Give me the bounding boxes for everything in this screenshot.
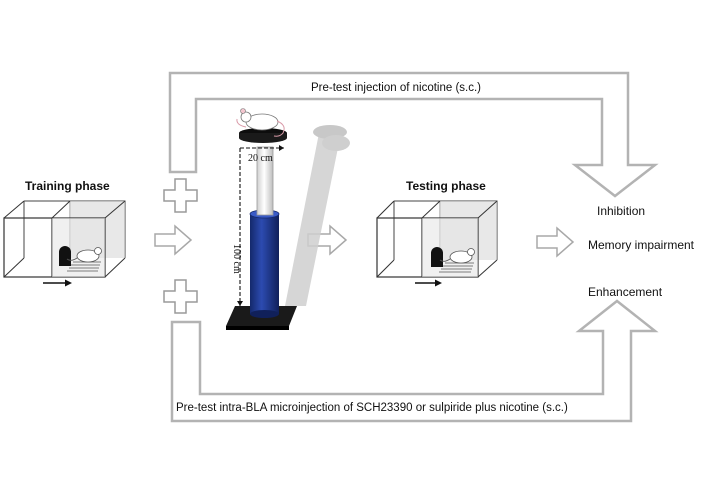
top-pathway-label: Pre-test injection of nicotine (s.c.)	[311, 82, 482, 94]
platform-height-label: 100 cm	[231, 244, 242, 274]
outcome-enhancement: Enhancement	[588, 285, 663, 299]
training-phase-title: Training phase	[25, 179, 110, 193]
flow-arrow-1	[154, 224, 193, 256]
top-pathway-arrow	[168, 71, 659, 198]
testing-apparatus	[376, 200, 498, 278]
testing-phase-title: Testing phase	[406, 179, 486, 193]
plus-icon-bottom	[163, 279, 198, 314]
bottom-pathway-arrow	[170, 299, 659, 423]
plus-icon-top	[163, 178, 198, 213]
platform-width-label: 20 cm	[248, 153, 273, 164]
outcome-memory-impairment: Memory impairment	[588, 238, 695, 252]
bottom-pathway-label: Pre-test intra-BLA microinjection of SCH…	[176, 402, 568, 414]
testing-direction-arrow	[415, 279, 442, 287]
training-apparatus	[3, 200, 126, 278]
training-direction-arrow	[43, 279, 72, 287]
elevated-platform: 20 cm 100 cm	[226, 108, 350, 330]
outcome-inhibition: Inhibition	[597, 204, 646, 218]
flow-arrow-3	[536, 226, 575, 258]
